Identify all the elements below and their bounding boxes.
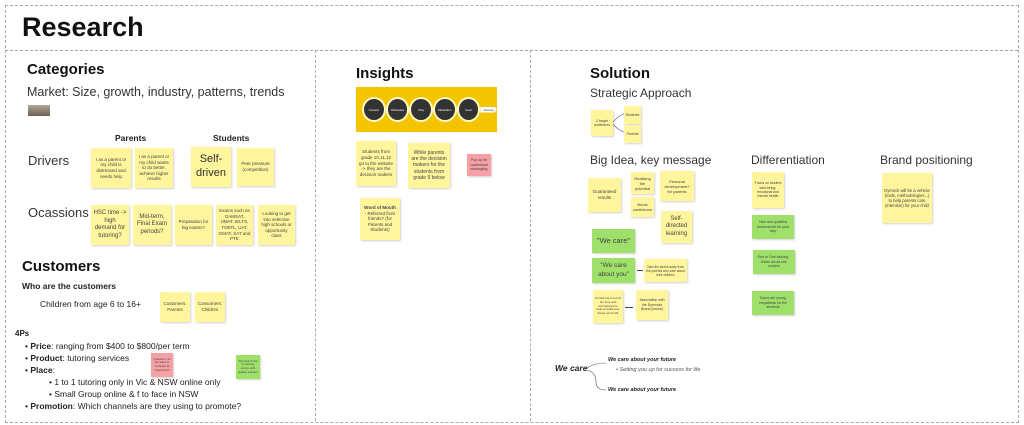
board-frame: [5, 5, 1019, 423]
sticky-note[interactable]: Parents: [624, 125, 641, 143]
sticky-note[interactable]: Question: do we want to compete at local…: [151, 353, 173, 377]
sticky-note[interactable]: Realising the potential: [631, 172, 654, 194]
sticky-note[interactable]: Dymock will be a vehicle (tools, methodo…: [882, 173, 932, 223]
page-title: Research: [22, 12, 144, 42]
sticky-note[interactable]: Focus on student well-being, emotional a…: [752, 172, 784, 208]
divider: [530, 50, 531, 421]
sticky-note[interactable]: Students from grade 10,11,12 go to the w…: [356, 141, 396, 186]
occasions-label: Ocassions: [28, 205, 89, 220]
sticky-note[interactable]: Dymock is the 1 tutoring centre with qua…: [236, 355, 260, 379]
tagline: We care: [555, 363, 588, 373]
price-label: Price: [30, 341, 52, 351]
journey-step: Goal: [456, 97, 481, 122]
sticky-note[interactable]: Association with the Dymocks Brand (book…: [636, 290, 668, 320]
sticky-note[interactable]: Customers: Parents: [160, 292, 190, 322]
sticky-note[interactable]: "We care about you": [592, 258, 635, 283]
sticky-note[interactable]: One to One tutoring - tutors act as role…: [753, 250, 795, 274]
journey-step: Obstacles: [385, 97, 410, 122]
product-label: Product: [30, 353, 63, 363]
sticky-note[interactable]: Combining a sort of fun time and commitm…: [593, 290, 623, 323]
fourps-label: 4Ps: [15, 329, 30, 338]
sticky-note[interactable]: I as a parent or my child wants to do be…: [135, 148, 173, 188]
sticky-note[interactable]: Tutors are young, empathetic for the stu…: [752, 291, 794, 315]
parents-label: Parents: [115, 133, 147, 143]
sticky-note[interactable]: Nice and qualified environment for your …: [752, 215, 794, 239]
sticky-note[interactable]: Consumers: Children: [195, 292, 225, 322]
divider: [315, 50, 316, 421]
sticky-note[interactable]: I as a parent or my child is distressed …: [91, 148, 131, 188]
sticky-note[interactable]: While parents are the decision makers fo…: [408, 143, 450, 188]
sticky-note[interactable]: 2 target audiences: [591, 110, 613, 136]
wom-title: Word of Mouth: [364, 204, 396, 210]
customers-heading: Customers: [22, 258, 101, 275]
children-text: Children from age 6 to 16+: [40, 299, 141, 309]
sticky-note[interactable]: Personal development? for parents: [660, 171, 694, 201]
sticky-note[interactable]: Students: [624, 106, 641, 124]
tagline-connectors: [586, 362, 607, 391]
sticky-note[interactable]: "We care": [592, 229, 635, 253]
sticky-note[interactable]: Exams such as GAMSAT, UMAT, IELTS, TOEFL…: [216, 205, 253, 245]
journey-step: Context: [362, 97, 386, 122]
solution-heading: Solution: [590, 65, 650, 82]
promotion-text: : Which channels are they using to promo…: [72, 401, 242, 411]
place-item: Small Group online & f to face in NSW: [54, 389, 199, 399]
arrow: [637, 270, 643, 271]
price-text: : ranging from $400 to $800/per term: [51, 341, 190, 351]
sticky-note[interactable]: Peer pressure (competition): [237, 148, 274, 186]
market-text: Market: Size, growth, industry, patterns…: [27, 85, 285, 99]
who-label: Who are the customers: [22, 281, 116, 291]
differentiation-heading: Differentiation: [751, 153, 825, 167]
sticky-note[interactable]: Self-directed learning: [661, 211, 692, 243]
students-label: Students: [213, 133, 250, 143]
insights-heading: Insights: [356, 65, 414, 82]
categories-heading: Categories: [27, 61, 105, 78]
place-item: 1 to 1 tutoring only in Vic & NSW online…: [54, 377, 221, 387]
sticky-note[interactable]: Self-driven: [191, 147, 231, 187]
sticky-note[interactable]: Word of Mouth - Referred from friends? (…: [360, 198, 400, 240]
arrow: [625, 307, 633, 308]
tagline-1: We care about your future: [608, 357, 677, 363]
sticky-note[interactable]: Looking to get into selective high schoo…: [258, 205, 295, 245]
journey-step: Motivation: [432, 97, 457, 122]
connector-arrows: [612, 113, 625, 133]
journey-step: Why: [409, 97, 433, 122]
divider: [5, 50, 1018, 51]
sticky-note[interactable]: Boost confidence: [631, 197, 654, 217]
product-text: : tutoring services: [62, 353, 130, 363]
sticky-note[interactable]: Pop up for customised messaging: [467, 154, 491, 176]
drivers-label: Drivers: [28, 153, 70, 168]
journey-banner: Context Obstacles Why Motivation Goal Jo…: [356, 87, 497, 132]
tagline-1-sub: • Setting you up for success for life: [616, 367, 701, 373]
tagline-2: We care about your future: [608, 387, 677, 393]
brand-heading: Brand positioning: [880, 153, 973, 167]
place-label: Place: [30, 365, 53, 375]
sticky-note[interactable]: Take the stress away from the parents wh…: [644, 259, 687, 282]
image-thumbnail[interactable]: [28, 105, 50, 116]
big-idea-heading: Big Idea, key message: [590, 153, 712, 167]
tagline-sub-text: Setting you up for success for life: [619, 367, 701, 373]
sticky-note[interactable]: Preparation for big exams?: [175, 205, 212, 245]
strategic-heading: Strategic Approach: [590, 86, 692, 100]
sticky-note[interactable]: HSC time -> high demand for tutoring?: [91, 205, 129, 245]
promotion-label: Promotion: [30, 401, 73, 411]
journey-arrow: Journey: [480, 106, 497, 113]
wom-text: - Referred from friends? (for Parents an…: [364, 210, 396, 233]
place-text: :: [52, 365, 55, 375]
sticky-note[interactable]: Mid-term, Final Exam periods?: [133, 205, 171, 245]
fourps-list: • Price: ranging from $400 to $800/per t…: [25, 341, 242, 411]
sticky-note[interactable]: Guaranteed results: [588, 178, 621, 212]
